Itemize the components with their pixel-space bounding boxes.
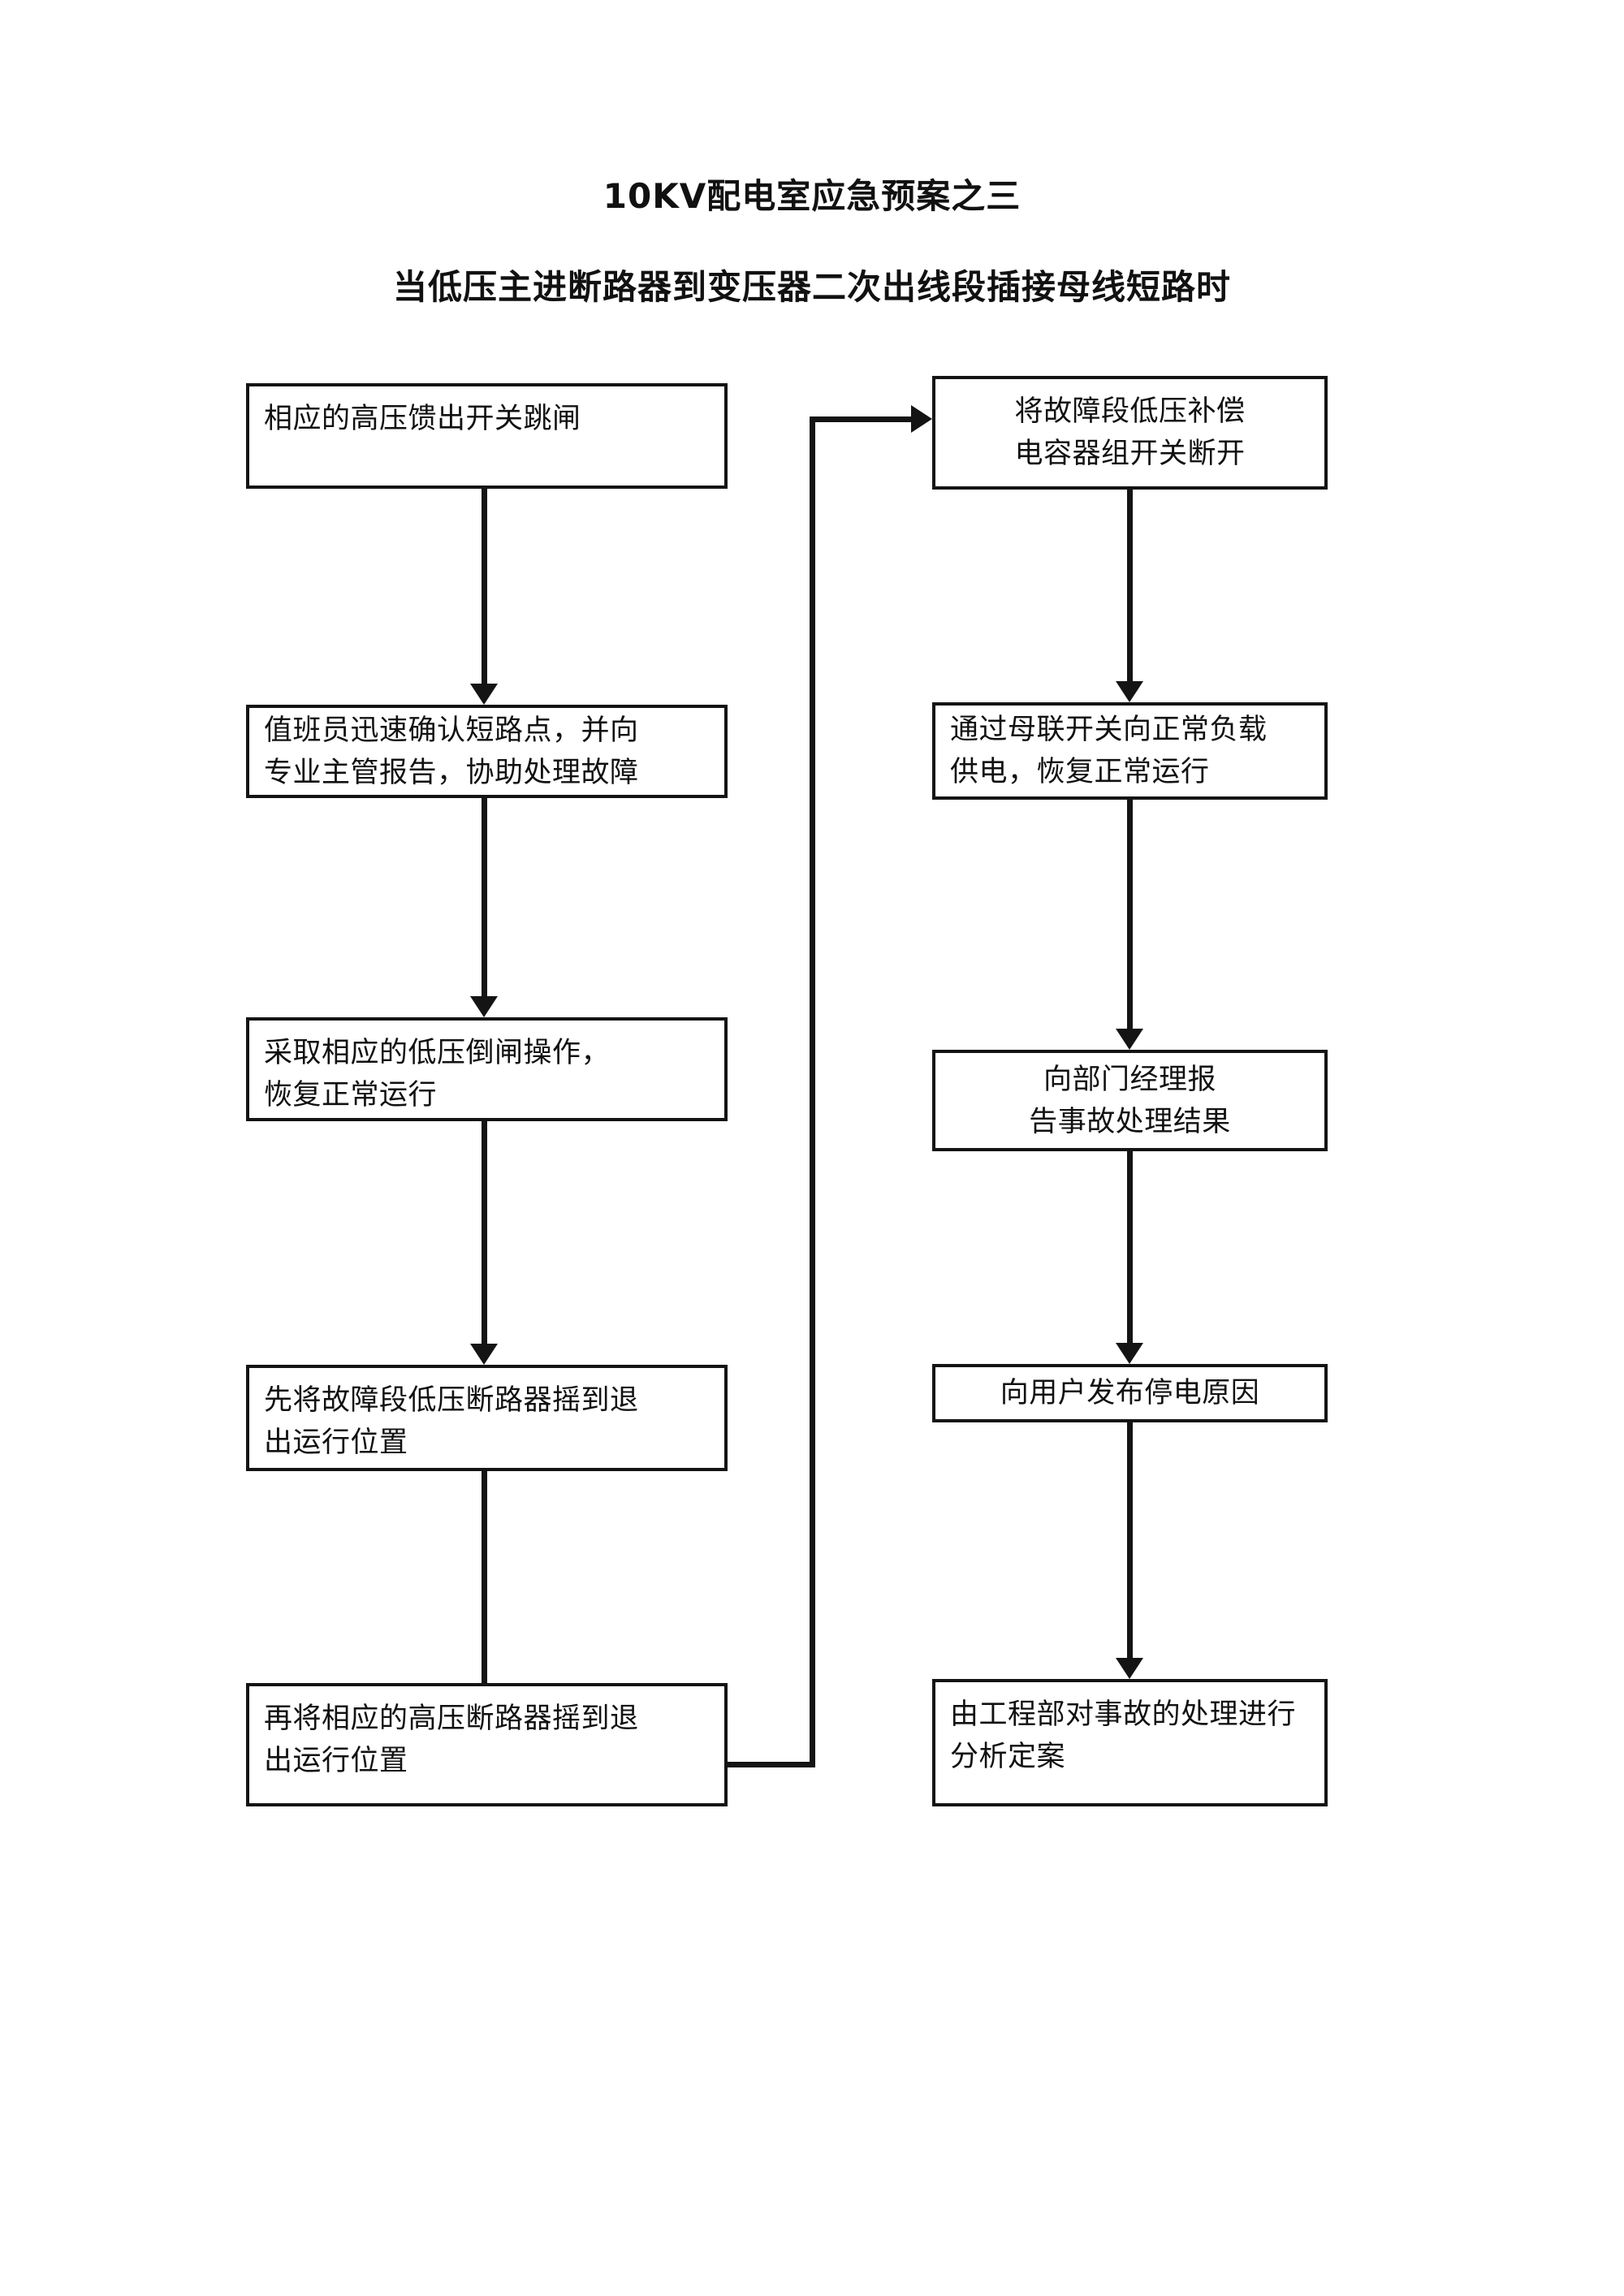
flow-node-R3-line-2: 告事故处理结果 <box>1029 1105 1231 1138</box>
flow-node-L2: 值班员迅速确认短路点，并向 专业主管报告，协助处理故障 <box>246 705 728 798</box>
flow-node-R1: 将故障段低压补偿 电容器组开关断开 <box>932 376 1328 490</box>
connector-R2-R3-line <box>1127 800 1133 1029</box>
flow-node-L2-line-2: 专业主管报告，协助处理故障 <box>264 756 639 789</box>
connector-R1-R2-arrow <box>1116 681 1143 702</box>
flow-node-R5: 由工程部对事故的处理进行 分析定案 <box>932 1679 1328 1806</box>
connector-R3-R4-line <box>1127 1151 1133 1343</box>
connector-L5-R1-segment-vertical <box>810 416 815 1767</box>
connector-L3-L4-arrow <box>470 1344 498 1365</box>
connector-R4-R5-arrow <box>1116 1658 1143 1679</box>
connector-L4-L5-line <box>482 1471 487 1683</box>
flow-node-R1-line-2: 电容器组开关断开 <box>1014 438 1246 470</box>
connector-R3-R4-arrow <box>1116 1343 1143 1364</box>
connector-R4-R5-line <box>1127 1422 1133 1658</box>
flow-node-R5-line-1: 由工程部对事故的处理进行 <box>950 1698 1297 1731</box>
flow-node-R2-line-2: 供电，恢复正常运行 <box>950 756 1210 788</box>
flow-node-R1-line-1: 将故障段低压补偿 <box>1014 395 1246 428</box>
flow-node-L2-line-1: 值班员迅速确认短路点，并向 <box>264 714 639 747</box>
connector-R1-R2-line <box>1127 490 1133 681</box>
flow-node-L5: 再将相应的高压断路器摇到退 出运行位置 <box>246 1683 728 1806</box>
page-subtitle: 当低压主进断路器到变压器二次出线段插接母线短路时 <box>392 267 1231 307</box>
flow-node-R3: 向部门经理报 告事故处理结果 <box>932 1050 1328 1151</box>
flow-node-L4: 先将故障段低压断路器摇到退 出运行位置 <box>246 1365 728 1471</box>
flow-node-R2-line-1: 通过母联开关向正常负载 <box>950 714 1268 746</box>
flow-node-L4-line-1: 先将故障段低压断路器摇到退 <box>264 1384 639 1417</box>
connector-L5-R1-segment-horizontal-top <box>810 416 914 422</box>
flow-node-L3-line-1: 采取相应的低压倒闸操作， <box>264 1037 611 1069</box>
connector-L5-R1-segment-horizontal-bottom <box>728 1762 815 1767</box>
flow-node-R4-line-1: 向用户发布停电原因 <box>1000 1377 1260 1409</box>
flow-node-L3-line-2: 恢复正常运行 <box>264 1079 438 1111</box>
flow-node-L3: 采取相应的低压倒闸操作， 恢复正常运行 <box>246 1017 728 1121</box>
flow-node-R3-line-1: 向部门经理报 <box>1043 1063 1216 1096</box>
connector-L1-L2-line <box>482 489 487 684</box>
connector-L2-L3-line <box>482 798 487 996</box>
flow-node-R2: 通过母联开关向正常负载 供电，恢复正常运行 <box>932 702 1328 800</box>
flow-node-L5-line-1: 再将相应的高压断路器摇到退 <box>264 1703 639 1735</box>
page-title: 10KV配电室应急预案之三 <box>603 176 1021 216</box>
connector-L3-L4-line <box>482 1121 487 1344</box>
connector-L2-L3-arrow <box>470 996 498 1017</box>
flow-node-L4-line-2: 出运行位置 <box>264 1426 408 1459</box>
connector-L5-R1-arrow <box>911 405 932 433</box>
flow-node-L1-line-1: 相应的高压馈出开关跳闸 <box>264 403 581 435</box>
flow-node-R5-line-2: 分析定案 <box>950 1741 1066 1773</box>
flow-node-R4: 向用户发布停电原因 <box>932 1364 1328 1422</box>
connector-R2-R3-arrow <box>1116 1029 1143 1050</box>
flow-node-L5-line-2: 出运行位置 <box>264 1745 408 1777</box>
connector-L1-L2-arrow <box>470 684 498 705</box>
flow-node-L1: 相应的高压馈出开关跳闸 <box>246 383 728 489</box>
